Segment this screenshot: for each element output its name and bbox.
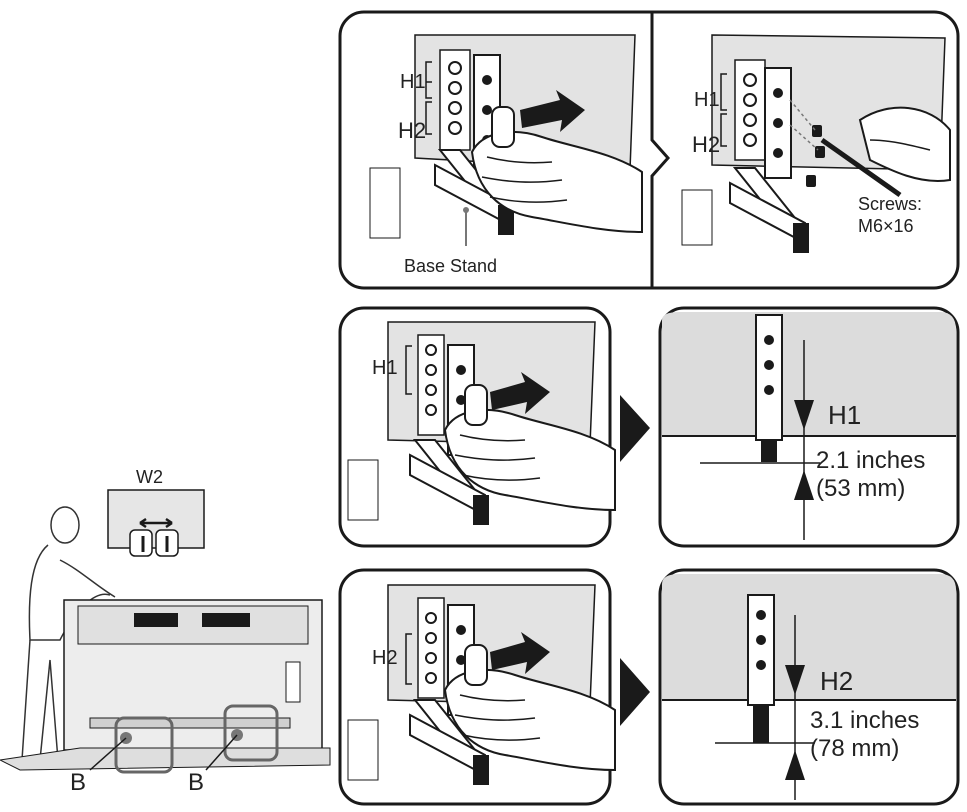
b-highlight-right	[223, 704, 279, 762]
panel-h2-insert	[338, 568, 616, 806]
dimension-arrow-up-icon	[794, 470, 814, 500]
person-figure	[18, 506, 116, 763]
screwdriver-hand-icon	[820, 106, 951, 198]
panel-h2-measure	[658, 568, 960, 806]
double-arrow-icon	[139, 517, 173, 529]
h1-distance-inches: 2.1 inches	[816, 447, 925, 474]
h1-label-mid-right: H1	[828, 400, 861, 430]
dimension-arrow-down-icon	[785, 665, 805, 695]
dimension-arrow-down-icon	[794, 400, 814, 430]
next-step-arrow-icon	[620, 658, 650, 726]
next-step-arrow-icon	[620, 395, 650, 462]
h2-label-bottom-left: H2	[372, 647, 398, 669]
screws-size-label: M6×16	[858, 216, 914, 236]
panel-h1-measure	[658, 306, 960, 548]
h2-distance-inches: 3.1 inches	[810, 707, 919, 734]
step-insert-stand	[369, 34, 643, 246]
tv-back	[0, 599, 331, 771]
h2-distance-mm: (78 mm)	[810, 735, 899, 762]
h2-label-bottom-right: H2	[820, 666, 853, 696]
w2-inset	[107, 489, 205, 557]
b-highlight-left	[114, 716, 174, 774]
h1-label-top-left: H1	[400, 71, 426, 93]
b-label-right: B	[188, 769, 204, 796]
h1-label-top-right: H1	[694, 89, 720, 111]
w2-label: W2	[136, 467, 163, 487]
h2-label-top-left: H2	[398, 118, 426, 143]
push-arrow-icon	[490, 372, 550, 414]
step-screw-stand	[681, 34, 951, 254]
panel-attach-stand: H1 H2 Base Stand	[338, 10, 960, 290]
h2-label-top-right: H2	[692, 132, 720, 157]
base-stand-label: Base Stand	[404, 256, 497, 276]
h1-label-mid-left: H1	[372, 357, 398, 379]
screws-label: Screws:	[858, 194, 922, 214]
tv-back-scene: W2 B B	[0, 467, 331, 796]
b-label-left: B	[70, 769, 86, 796]
push-arrow-icon	[490, 632, 550, 674]
push-arrow-icon	[520, 90, 585, 132]
h1-distance-mm: (53 mm)	[816, 475, 905, 502]
dimension-arrow-up-icon	[785, 750, 805, 780]
panel-h1-insert	[338, 306, 616, 548]
